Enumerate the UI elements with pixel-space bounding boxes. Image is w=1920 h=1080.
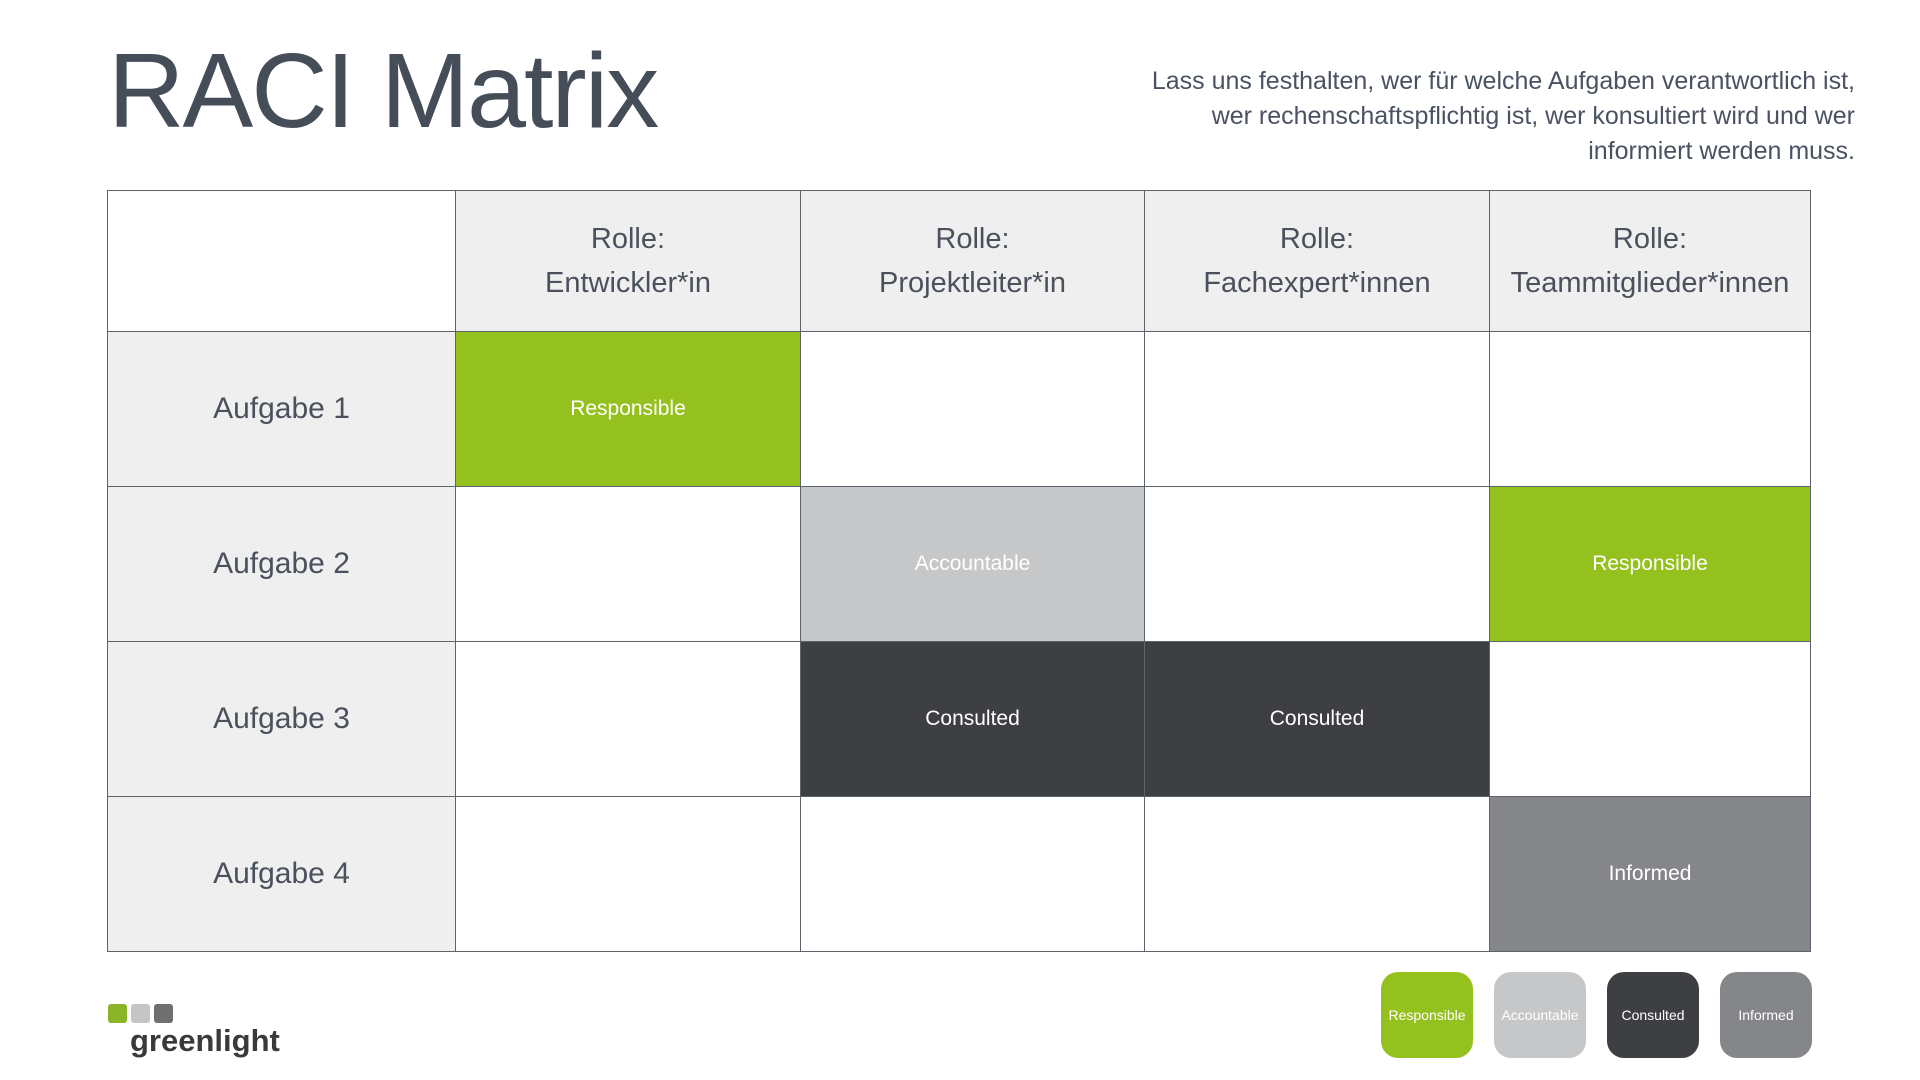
row-label: Aufgabe 2 (107, 486, 456, 642)
column-header-2: Rolle: Projektleiter*in (800, 190, 1145, 332)
role-name: Fachexpert*innen (1203, 267, 1431, 299)
page-title: RACI Matrix (108, 32, 659, 150)
column-header-1: Rolle: Entwickler*in (455, 190, 801, 332)
raci-cell-empty (455, 486, 801, 642)
subtitle-line: Lass uns festhalten, wer für welche Aufg… (1151, 67, 1855, 95)
role-name: Entwickler*in (545, 267, 711, 299)
logo-text: greenlight (130, 1023, 280, 1058)
table-row: Aufgabe 4 Informed (107, 796, 1811, 952)
raci-table: Rolle: Entwickler*in Rolle: Projektleiter*i… (107, 190, 1811, 952)
subtitle-line: wer rechenschaftspflichtig ist, wer kons… (1211, 102, 1855, 130)
column-header-4: Rolle: Teammitglieder*innen (1489, 190, 1811, 332)
raci-cell-consulted: Consulted (800, 641, 1145, 797)
legend-item-accountable: Accountable (1494, 972, 1586, 1058)
role-name: Teammitglieder*innen (1510, 267, 1790, 299)
raci-cell-accountable: Accountable (800, 486, 1145, 642)
legend-item-consulted: Consulted (1607, 972, 1699, 1058)
logo-square-1 (108, 1004, 127, 1023)
role-prefix: Rolle: (590, 223, 666, 255)
raci-cell-empty (800, 331, 1145, 487)
subtitle-line: informiert werden muss. (1588, 137, 1855, 165)
raci-cell-empty (455, 796, 801, 952)
role-prefix: Rolle: (1612, 223, 1688, 255)
row-label: Aufgabe 4 (107, 796, 456, 952)
raci-cell-empty (1144, 331, 1490, 487)
legend-item-responsible: Responsible (1381, 972, 1473, 1058)
logo: greenlight (108, 1004, 280, 1059)
logo-square-3 (154, 1004, 173, 1023)
raci-cell-responsible: Responsible (455, 331, 801, 487)
logo-squares (108, 1004, 280, 1023)
raci-cell-empty (800, 796, 1145, 952)
raci-cell-empty (1489, 641, 1811, 797)
table-row: Aufgabe 2 Accountable Responsible (107, 486, 1811, 642)
legend-item-informed: Informed (1720, 972, 1812, 1058)
raci-cell-responsible: Responsible (1489, 486, 1811, 642)
raci-cell-empty (1489, 331, 1811, 487)
row-label: Aufgabe 3 (107, 641, 456, 797)
row-label: Aufgabe 1 (107, 331, 456, 487)
logo-square-2 (131, 1004, 150, 1023)
subtitle: Lass uns festhalten, wer für welche Aufg… (1095, 64, 1855, 169)
raci-cell-empty (455, 641, 801, 797)
raci-cell-empty (1144, 796, 1490, 952)
role-prefix: Rolle: (1279, 223, 1355, 255)
raci-cell-consulted: Consulted (1144, 641, 1490, 797)
column-header-3: Rolle: Fachexpert*innen (1144, 190, 1490, 332)
role-prefix: Rolle: (935, 223, 1010, 255)
role-name: Projektleiter*in (879, 267, 1066, 299)
raci-cell-informed: Informed (1489, 796, 1811, 952)
corner-cell (107, 190, 456, 332)
header-row: Rolle: Entwickler*in Rolle: Projektleiter*i… (107, 190, 1811, 332)
raci-cell-empty (1144, 486, 1490, 642)
